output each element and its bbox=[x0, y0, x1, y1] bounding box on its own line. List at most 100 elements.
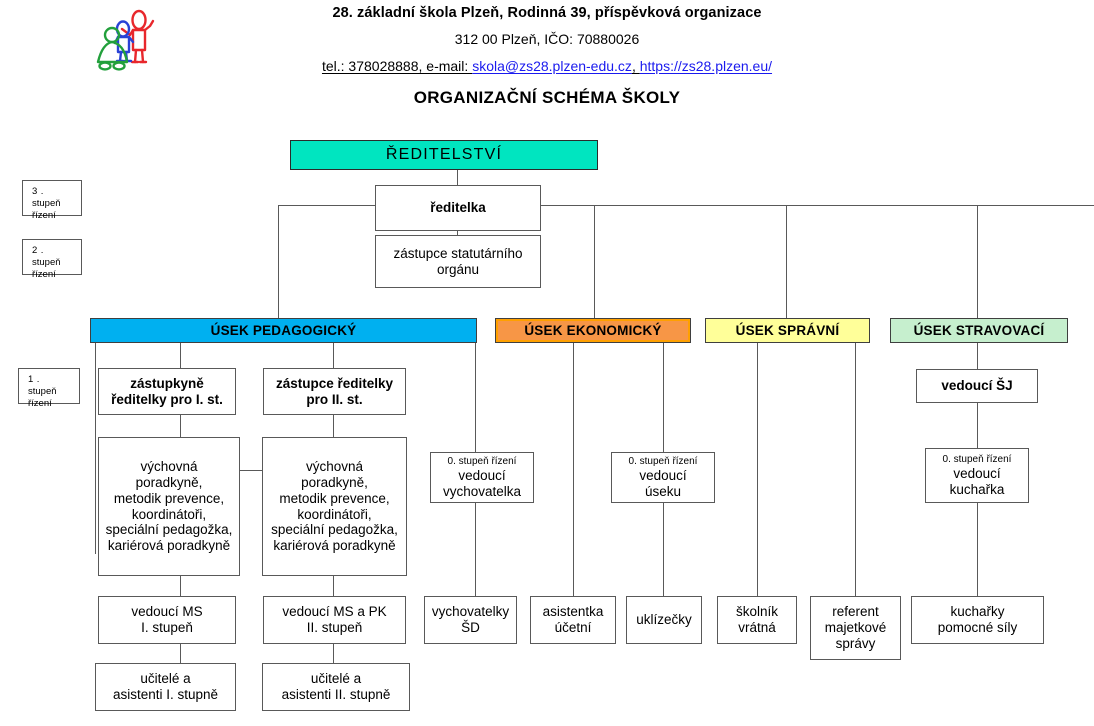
box-roles-second-stage[interactable]: výchovná poradkyně, metodik prevence, ko… bbox=[262, 437, 407, 576]
connector-ped-left-spine bbox=[95, 342, 97, 554]
roles1-line5: speciální pedagožka, bbox=[105, 522, 233, 538]
box-head-cook[interactable]: 0. stupeň řízení vedoucí kuchařka bbox=[925, 448, 1029, 503]
head-educator-line1: vedoucí bbox=[458, 467, 506, 483]
dept-header-administrative[interactable]: ÚSEK SPRÁVNÍ bbox=[705, 318, 870, 343]
head-section-level: 0. stupeň řízení bbox=[628, 455, 698, 467]
contact-separator: , bbox=[631, 58, 640, 74]
dept-header-pedagogical[interactable]: ÚSEK PEDAGOGICKÝ bbox=[90, 318, 477, 343]
head-section-line1: vedoucí bbox=[639, 467, 687, 483]
level-chip-2: 2. stupeň řízení bbox=[22, 239, 82, 280]
connector-bus-to-pedagogical bbox=[278, 205, 280, 318]
connector-ped-to-head-educator bbox=[475, 342, 477, 452]
roles1-line1: výchovná bbox=[140, 458, 198, 474]
property-line3: správy bbox=[835, 635, 876, 651]
connector-adm-to-property bbox=[855, 342, 857, 596]
level-chip-1: 1. stupeň řízení bbox=[18, 368, 80, 409]
cooks-line2: pomocné síly bbox=[937, 620, 1018, 635]
website-link[interactable]: https://zs28.plzen.eu/ bbox=[639, 58, 773, 74]
connector-director-deputy bbox=[457, 230, 459, 236]
connector-cat-to-head-canteen bbox=[977, 342, 979, 369]
roles1-line4: koordinátoři, bbox=[131, 506, 207, 522]
head-educator-line2: vychovatelka bbox=[442, 483, 522, 499]
connector-main-bus bbox=[278, 205, 1094, 207]
level-2-word: stupeň bbox=[32, 256, 61, 268]
connector-deputy2-to-roles bbox=[333, 415, 335, 437]
roles1-line3: metodik prevence, bbox=[113, 490, 225, 506]
box-head-of-canteen[interactable]: vedoucí ŠJ bbox=[916, 369, 1038, 403]
connector-deputy1-to-roles bbox=[180, 415, 182, 437]
box-director[interactable]: ředitelka bbox=[375, 185, 541, 231]
head-cook-line2: kuchařka bbox=[949, 481, 1005, 497]
connector-eco-to-head-section bbox=[663, 342, 665, 452]
contact-prefix: tel.: 378028888, e-mail: bbox=[321, 58, 473, 74]
ms2-line1: vedoucí MS a PK bbox=[282, 604, 387, 620]
connector-ms2-to-teachers2 bbox=[333, 644, 335, 663]
head-section-line2: úseku bbox=[644, 483, 682, 499]
roles2-line4: koordinátoři, bbox=[297, 506, 372, 522]
box-cooks-helpers[interactable]: kuchařky pomocné síly bbox=[911, 596, 1044, 644]
accountant-line2: účetní bbox=[554, 620, 592, 635]
box-educators-sd[interactable]: vychovatelky ŠD bbox=[424, 596, 517, 644]
level-3-line2: řízení bbox=[32, 209, 56, 221]
ms2-line2: II. stupeň bbox=[306, 620, 363, 635]
connector-bus-to-administrative bbox=[786, 205, 788, 318]
connector-roles2-to-ms2 bbox=[333, 576, 335, 596]
page-title: ORGANIZAČNÍ SCHÉMA ŠKOLY bbox=[413, 88, 681, 107]
level-3-num: 3. bbox=[32, 186, 47, 197]
deputy1-line2: ředitelky pro I. st. bbox=[111, 391, 223, 407]
teachers1-line1: učitelé a bbox=[140, 671, 191, 687]
head-cook-line1: vedoucí bbox=[953, 465, 1001, 481]
level-2-num: 2. bbox=[32, 245, 47, 256]
roles2-line5: speciální pedagožka, bbox=[271, 522, 398, 538]
deputy1-line1: zástupkyně bbox=[130, 375, 204, 391]
box-directorate[interactable]: ŘEDITELSTVÍ bbox=[290, 140, 598, 170]
level-3-word: stupeň bbox=[32, 197, 61, 209]
connector-head-cook-to-cooks bbox=[977, 503, 979, 596]
dept-administrative-label: ÚSEK SPRÁVNÍ bbox=[735, 323, 840, 338]
box-head-of-section[interactable]: 0. stupeň řízení vedoucí úseku bbox=[611, 452, 715, 503]
box-deputy-second-stage[interactable]: zástupce ředitelky pro II. st. bbox=[263, 368, 406, 415]
level-1-word: stupeň bbox=[28, 385, 57, 397]
dept-economic-label: ÚSEK EKONOMICKÝ bbox=[524, 323, 662, 338]
teachers1-line2: asistenti I. stupně bbox=[112, 687, 219, 702]
email-link[interactable]: skola@zs28.plzen-edu.cz bbox=[472, 58, 632, 74]
educators-line2: ŠD bbox=[461, 620, 480, 635]
box-head-ms-first-stage[interactable]: vedoucí MS I. stupeň bbox=[98, 596, 236, 644]
connector-roles-link bbox=[240, 470, 262, 472]
roles2-line2: poradkyně, bbox=[301, 474, 368, 490]
box-cleaners[interactable]: uklízečky bbox=[626, 596, 702, 644]
box-deputy-first-stage[interactable]: zástupkyně ředitelky pro I. st. bbox=[98, 368, 236, 415]
head-educator-level: 0. stupeň řízení bbox=[447, 455, 517, 467]
head-canteen-label: vedoucí ŠJ bbox=[941, 378, 1013, 394]
box-statutory-deputy[interactable]: zástupce statutárního orgánu bbox=[375, 235, 541, 288]
ms1-line2: I. stupeň bbox=[141, 620, 193, 635]
level-chip-3: 3. stupeň řízení bbox=[22, 180, 82, 221]
roles2-line1: výchovná bbox=[305, 458, 364, 474]
ms1-line1: vedoucí MS bbox=[131, 604, 203, 620]
box-property-officer[interactable]: referent majetkové správy bbox=[810, 596, 901, 660]
box-teachers-second-stage[interactable]: učitelé a asistenti II. stupně bbox=[262, 663, 410, 711]
box-roles-first-stage[interactable]: výchovná poradkyně, metodik prevence, ko… bbox=[98, 437, 240, 576]
connector-bus-to-catering bbox=[977, 205, 979, 318]
caretaker-line2: vrátná bbox=[738, 620, 776, 635]
educators-line1: vychovatelky bbox=[431, 604, 510, 620]
box-teachers-first-stage[interactable]: učitelé a asistenti I. stupně bbox=[95, 663, 236, 711]
connector-roles1-to-ms1 bbox=[180, 576, 182, 596]
box-head-ms-second-stage[interactable]: vedoucí MS a PK II. stupeň bbox=[263, 596, 406, 644]
roles2-line3: metodik prevence, bbox=[279, 490, 390, 506]
roles1-line2: poradkyně, bbox=[135, 474, 203, 490]
box-head-educator[interactable]: 0. stupeň řízení vedoucí vychovatelka bbox=[430, 452, 534, 503]
box-caretaker-gatekeeper[interactable]: školník vrátná bbox=[717, 596, 797, 644]
school-contact: tel.: 378028888, e-mail: skola@zs28.plze… bbox=[0, 58, 1094, 74]
connector-eco-to-accountant bbox=[573, 342, 575, 596]
deputy2-line2: pro II. st. bbox=[306, 391, 363, 407]
connector-bus-to-economic bbox=[594, 205, 596, 318]
dept-header-catering[interactable]: ÚSEK STRAVOVACÍ bbox=[890, 318, 1068, 343]
caretaker-line1: školník bbox=[735, 604, 779, 620]
box-directorate-label: ŘEDITELSTVÍ bbox=[385, 146, 503, 163]
dept-header-economic[interactable]: ÚSEK EKONOMICKÝ bbox=[495, 318, 691, 343]
connector-directorate-director bbox=[457, 170, 459, 186]
level-1-num: 1. bbox=[28, 374, 43, 385]
box-assistant-accountant[interactable]: asistentka účetní bbox=[530, 596, 616, 644]
